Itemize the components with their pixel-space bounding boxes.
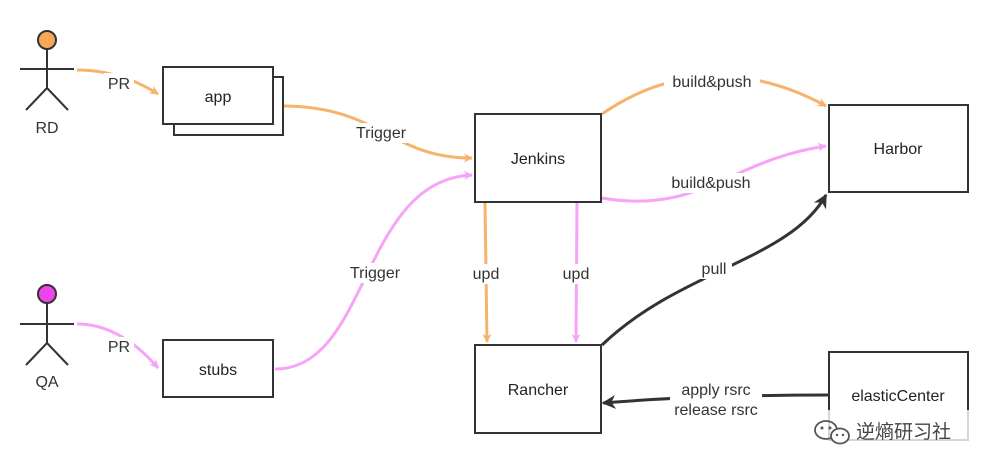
node-app-label: app xyxy=(205,89,232,106)
edge-label-build-push-bottom: build&push xyxy=(671,175,750,192)
actor-qa: QA xyxy=(20,284,74,391)
node-harbor-label: Harbor xyxy=(874,141,924,158)
edge-label-upd-right: upd xyxy=(563,266,590,283)
node-elastic-center-label: elasticCenter xyxy=(851,388,945,405)
node-stubs-label: stubs xyxy=(199,362,237,379)
actor-rd-head xyxy=(37,30,57,50)
edge-label-qa-pr: PR xyxy=(108,339,130,356)
edge-label-rd-pr: PR xyxy=(108,76,130,93)
watermark-text: 逆熵研习社 xyxy=(856,421,951,443)
edge-label-upd-left: upd xyxy=(473,266,500,283)
watermark: 逆熵研习社 xyxy=(806,410,1002,450)
edge-label-apply-rsrc: apply rsrc xyxy=(681,382,750,399)
edge-label-stubs-trigger: Trigger xyxy=(350,265,401,282)
node-rancher-label: Rancher xyxy=(508,382,569,399)
edge-label-app-trigger: Trigger xyxy=(356,125,407,142)
actor-rd: RD xyxy=(20,30,74,137)
edge-label-pull: pull xyxy=(702,261,727,278)
actor-qa-label: QA xyxy=(35,374,58,391)
edge-qa-to-stubs xyxy=(76,322,160,369)
wechat-icon xyxy=(814,420,850,445)
node-app[interactable]: app xyxy=(162,66,284,136)
node-jenkins-label: Jenkins xyxy=(511,151,565,168)
edge-label-release-rsrc: release rsrc xyxy=(674,402,758,419)
actor-qa-head xyxy=(37,284,57,304)
actor-rd-label: RD xyxy=(35,120,58,137)
edge-label-build-push-top: build&push xyxy=(672,74,751,91)
node-jenkins[interactable]: Jenkins xyxy=(474,113,602,203)
node-harbor[interactable]: Harbor xyxy=(828,104,969,193)
node-rancher[interactable]: Rancher xyxy=(474,344,602,434)
node-stubs[interactable]: stubs xyxy=(162,339,274,398)
